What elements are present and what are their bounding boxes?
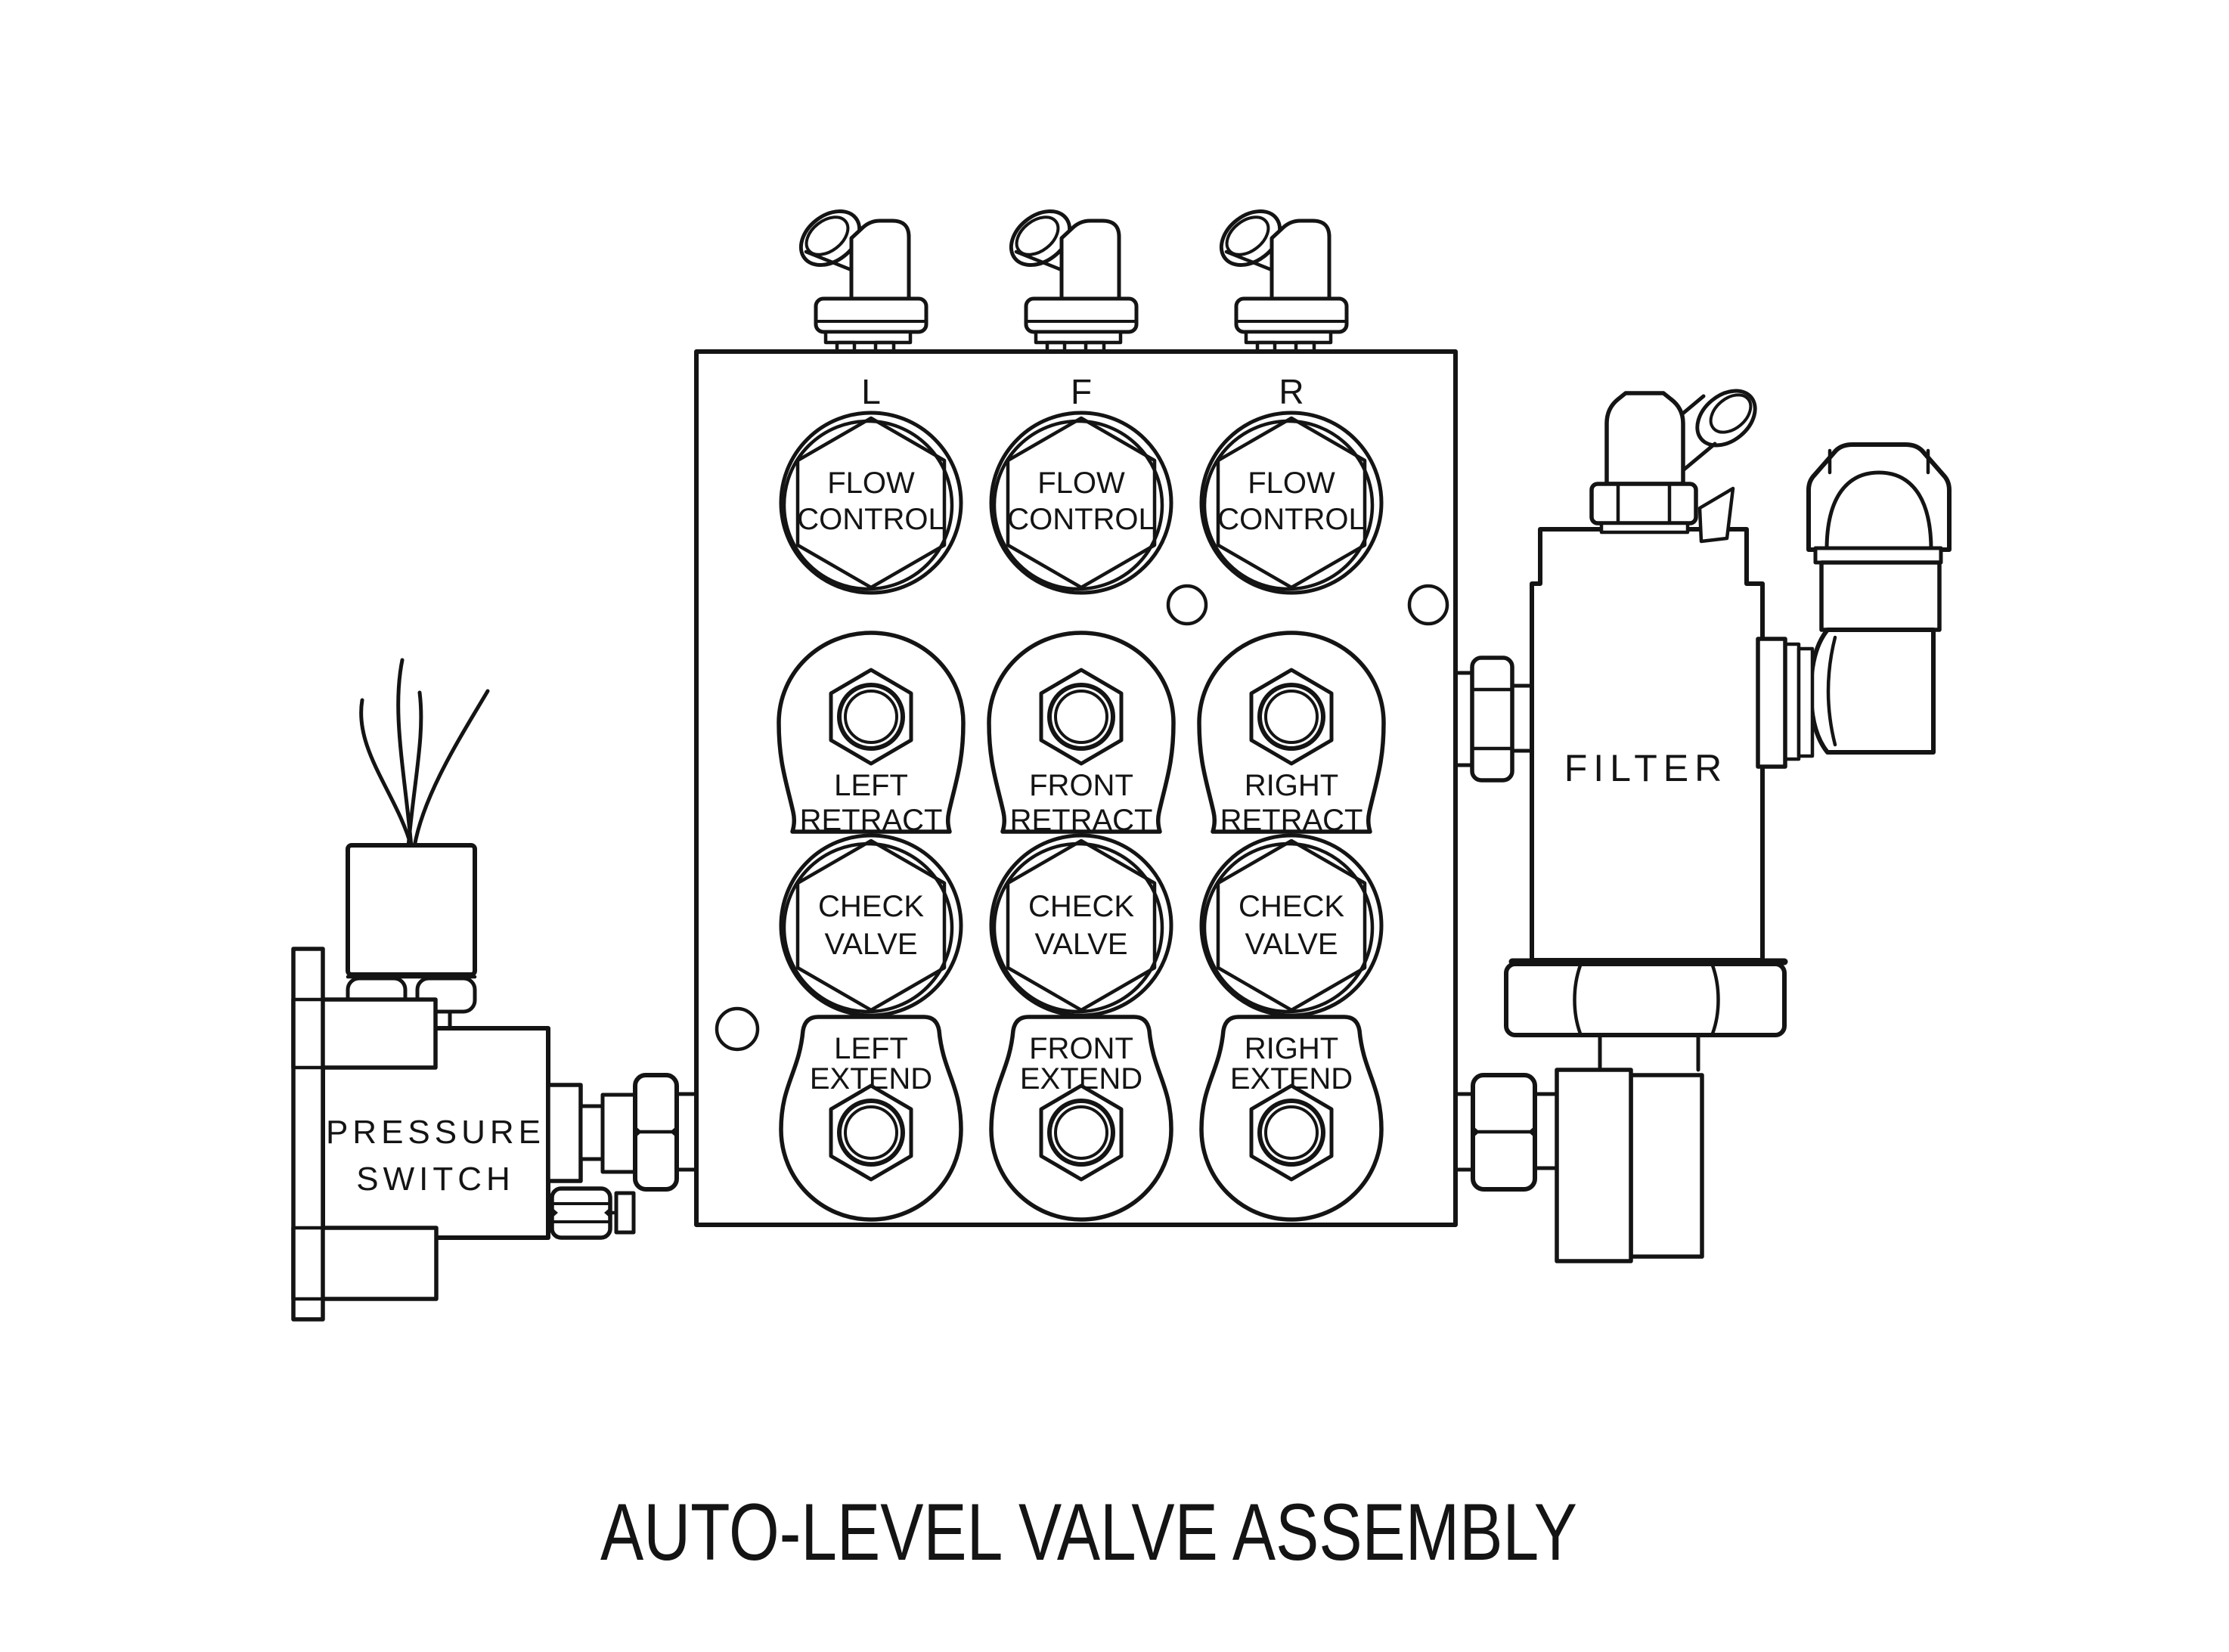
check-valve-label: CHECK xyxy=(1239,890,1344,923)
switch-outlet-fitting xyxy=(546,1073,699,1192)
retract-label: RETRACT xyxy=(1010,804,1153,837)
filter-inlet-coupler xyxy=(1453,656,1533,783)
mount-bracket-bar xyxy=(291,947,325,1322)
ink-layer: L FLOW CONTROL LEFT RETRACT CHECK VALVE … xyxy=(291,200,1952,1577)
retract-label: RIGHT xyxy=(1245,769,1338,802)
flow-control-label: CONTROL xyxy=(797,503,945,536)
pressure-switch-label: PRESSURE xyxy=(326,1114,545,1151)
retract-label: LEFT xyxy=(834,769,908,802)
coupler-hex-nut xyxy=(1470,656,1514,783)
retract-label: FRONT xyxy=(1029,769,1133,802)
filter-bottom-hex-nut xyxy=(1504,962,1787,1037)
switch-wires xyxy=(359,658,490,849)
filter-body xyxy=(1530,527,1765,962)
check-valve-plug-left xyxy=(781,835,961,1015)
pressure-switch-assembly: PRESSURE SWITCH xyxy=(291,658,699,1322)
filter-assembly: FILTER xyxy=(1453,389,1952,1263)
check-valve-plug-front xyxy=(991,835,1171,1015)
extend-label: LEFT xyxy=(834,1032,908,1065)
extend-label: RIGHT xyxy=(1245,1032,1338,1065)
filter-top-fitting xyxy=(1589,389,1757,544)
check-valve-label: CHECK xyxy=(818,890,924,923)
valve-column-right: R FLOW CONTROL RIGHT RETRACT CHECK VALVE… xyxy=(1199,200,1384,1220)
valve-column-left: L FLOW CONTROL LEFT RETRACT CHECK VALVE … xyxy=(779,200,963,1220)
big-hex-cap xyxy=(1806,442,1952,552)
port-label: F xyxy=(1071,372,1092,411)
flow-control-label: FLOW xyxy=(1248,466,1335,500)
flow-control-label: CONTROL xyxy=(1217,503,1366,536)
pressure-switch-label: SWITCH xyxy=(356,1161,515,1198)
filter-label: FILTER xyxy=(1564,747,1728,789)
bolt-hole xyxy=(1407,584,1449,626)
flow-control-label: FLOW xyxy=(827,466,915,500)
retract-label: RETRACT xyxy=(800,804,943,837)
extend-label: FRONT xyxy=(1029,1032,1133,1065)
filter-bottom-fitting xyxy=(1453,958,1788,1263)
check-valve-label: CHECK xyxy=(1028,890,1134,923)
port-label: L xyxy=(861,372,881,411)
filter-side-port xyxy=(1756,637,1787,769)
bolt-hole xyxy=(715,1006,760,1052)
flow-control-label: FLOW xyxy=(1037,466,1125,500)
switch-bleeder-fitting xyxy=(550,1186,636,1240)
check-valve-label: VALVE xyxy=(1245,928,1338,961)
port-label: R xyxy=(1279,372,1304,411)
valve-column-front: F FLOW CONTROL FRONT RETRACT CHECK VALVE… xyxy=(989,200,1173,1220)
switch-coil xyxy=(346,843,477,977)
check-valve-plug-right xyxy=(1201,835,1381,1015)
flow-control-label: CONTROL xyxy=(1007,503,1155,536)
filter-outlet-elbow xyxy=(1756,442,1952,769)
fitting-tab xyxy=(1697,486,1735,544)
bolt-hole xyxy=(1166,584,1208,626)
retract-label: RETRACT xyxy=(1220,804,1363,837)
fitting-hex-nut xyxy=(1589,482,1698,525)
check-valve-label: VALVE xyxy=(824,928,917,961)
check-valve-label: VALVE xyxy=(1034,928,1127,961)
drawing-title: AUTO-LEVEL VALVE ASSEMBLY xyxy=(600,1486,1577,1577)
